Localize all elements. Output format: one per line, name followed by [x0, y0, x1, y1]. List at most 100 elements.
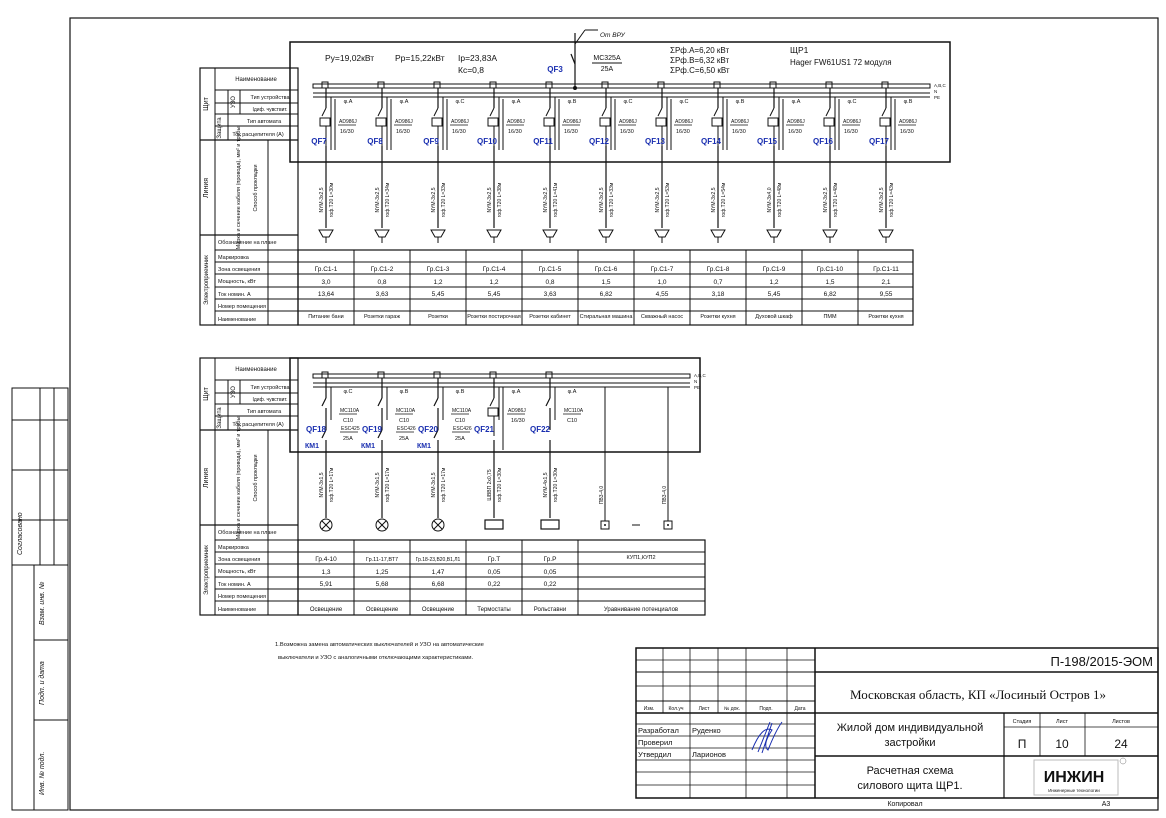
contactor-contact	[377, 429, 383, 439]
cable-mark: NYM-3х2,5	[431, 187, 437, 212]
power-value: 0,05	[544, 569, 557, 576]
rcbo-symbol	[487, 397, 499, 436]
device-rating: 16/30	[844, 129, 858, 135]
device-type: AD986J	[787, 119, 805, 125]
sign-date-label: Подп. и дата	[38, 661, 46, 705]
power-value: 1,25	[376, 569, 389, 576]
breaker-label: QF9	[423, 137, 439, 146]
breaker-symbol	[711, 107, 723, 146]
bus-tap	[321, 371, 329, 379]
current-value: 0,22	[544, 581, 557, 588]
receiver-name: Освещение	[310, 607, 343, 613]
device-rating: 16/30	[508, 129, 522, 135]
bus-tap	[601, 81, 609, 89]
device-rating: 16/30	[620, 129, 634, 135]
breaker-contact	[545, 397, 551, 407]
bus-tap	[489, 81, 497, 89]
logo-text: ИНЖИН	[1044, 769, 1105, 786]
power-value: 3,0	[321, 279, 330, 286]
power-value: 1,3	[321, 569, 330, 576]
power-value: 1,2	[769, 279, 778, 286]
device-type: MC110A	[396, 408, 416, 414]
zone-value: Гр.С1-10	[817, 266, 844, 273]
cable-mark: NYM-3х2,5	[599, 187, 605, 212]
sheet-label: Лист	[1056, 719, 1068, 725]
pe-name: Уравнивание потенциалов	[604, 607, 678, 613]
lamp-icon	[431, 518, 445, 532]
power-value: 1,5	[825, 279, 834, 286]
cable-mark: NYM-3х2,5	[879, 187, 885, 212]
shield-label: Щит	[203, 96, 210, 110]
busbar-abc	[312, 83, 931, 89]
zone-value: Гр.18-23,В20,В1,Л1	[416, 557, 461, 563]
device-rating: 16/30	[788, 129, 802, 135]
lamp-icon	[375, 518, 389, 532]
device-type: AD986J	[395, 119, 413, 125]
current-value: 4,55	[656, 291, 669, 298]
breaker-symbol	[487, 397, 499, 436]
laying-label: Способ прокладки	[253, 164, 259, 211]
power-value: 2,1	[881, 279, 890, 286]
cable-spec-label: Марка и сечение кабеля (провода), мм² и …	[236, 417, 242, 540]
revision-header: Дата	[794, 706, 805, 712]
cable-mark: NYM-3х2,5	[319, 187, 325, 212]
rcbo-symbol	[431, 107, 443, 146]
receiver-name: Духовой шкаф	[755, 313, 793, 320]
bus-tap	[489, 371, 497, 379]
laying-label: Способ прокладки	[253, 454, 259, 501]
design-power: Рр=15,22кВт	[395, 53, 445, 63]
phase-label: φ.А	[568, 389, 577, 395]
socket-icon	[598, 229, 614, 243]
demand-factor: Кс=0,8	[458, 65, 484, 75]
bus-tap	[377, 81, 385, 89]
breaker-label: QF19	[362, 425, 383, 434]
copied-label: Копировал	[887, 801, 922, 808]
device-rating: 16/30	[340, 129, 354, 135]
rcbo-symbol	[375, 107, 387, 146]
cable-spec-label: Марка и сечение кабеля (провода), мм² и …	[236, 127, 242, 250]
power-label: Мощность, кВт	[218, 279, 256, 285]
shield-label: Щит	[203, 386, 210, 400]
breaker-symbol	[879, 107, 891, 146]
current-value: 5,91	[320, 581, 333, 588]
cable-route: гоф.Т20 L=41м	[553, 182, 559, 217]
socket-icon	[654, 229, 670, 243]
zone-value: Гр.С1-3	[427, 266, 450, 273]
bus-label-pe: PE	[934, 95, 940, 100]
phase-label: φ.С	[455, 99, 464, 105]
device-type: AD986J	[451, 119, 469, 125]
device-type: AD986J	[843, 119, 861, 125]
bus-tap	[433, 81, 441, 89]
phase-label: φ.В	[736, 99, 745, 105]
plan-mark-label: Обозначение на плане	[218, 530, 277, 536]
breaker-label: QF18	[306, 425, 327, 434]
bus-label-pe: PE	[694, 385, 700, 390]
device-rating: C10	[343, 418, 353, 424]
lamp-cross	[321, 520, 331, 530]
cable-route: гоф.Т20 L=34м	[385, 182, 391, 217]
power-value: 0,7	[713, 279, 722, 286]
ground-terminal-icon	[600, 520, 610, 530]
bus-label-n: N	[694, 379, 697, 384]
bus-tap	[545, 81, 553, 89]
contactor-rating: 25А	[399, 436, 409, 442]
device-rating: C10	[455, 418, 465, 424]
phase-label: φ.В	[568, 99, 577, 105]
rcbo-symbol	[767, 107, 779, 146]
bus-tap	[825, 81, 833, 89]
contactor-rating: 25А	[343, 436, 353, 442]
receiver-name: Розетки кабинет	[529, 314, 571, 320]
cable-route: гоф.Т20 L=33м	[609, 182, 615, 217]
current-value: 5,68	[376, 581, 389, 588]
socket-icon	[318, 229, 334, 243]
phase-label: φ.А	[512, 99, 521, 105]
power-label: Мощность, кВт	[218, 569, 256, 575]
phase-label: φ.С	[343, 389, 352, 395]
cable-route: гоф.Т20 L=54м	[721, 182, 727, 217]
drawing-title: силового щита ЩР1.	[857, 780, 962, 792]
device-rating: 16/30	[900, 129, 914, 135]
current-value: 5,45	[488, 291, 501, 298]
device-rating: 16/30	[732, 129, 746, 135]
terminal-dot	[667, 524, 669, 526]
phase-label: φ.С	[847, 99, 856, 105]
